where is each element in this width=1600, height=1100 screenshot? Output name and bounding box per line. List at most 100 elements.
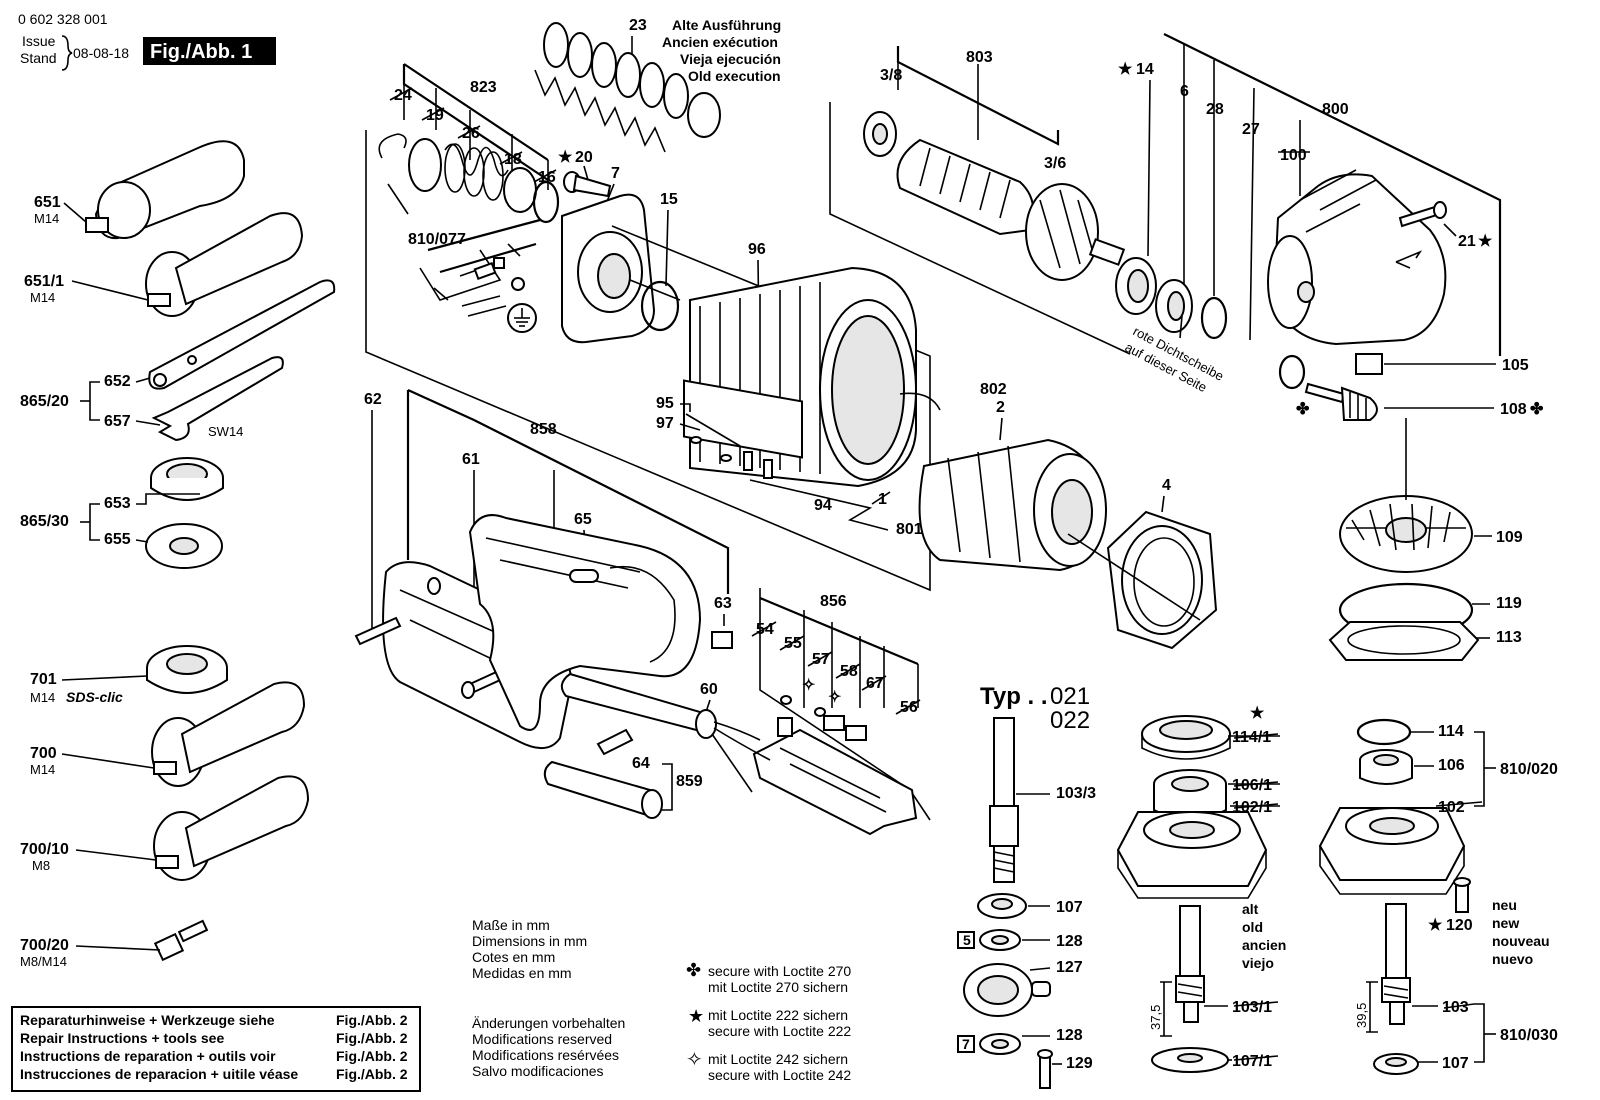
label-856: 856 [820,593,847,610]
label-94: 94 [814,497,832,514]
label-sw14: SW14 [208,424,243,439]
label-57: 57 [812,651,830,668]
spindle-103-1 [1175,905,1205,1023]
dim-note-fr: Cotes en mm [472,949,555,965]
label-127: 127 [1056,959,1083,976]
star-icon: ★ [1478,233,1493,250]
label-859: 859 [676,773,703,790]
screw-120 [1453,877,1471,913]
label-67: 67 [866,675,884,692]
label-65: 65 [574,511,592,528]
circlip-114 [1356,718,1412,746]
label-3-6: 3/6 [1044,155,1066,172]
label-700-10-m8: M8 [32,858,50,873]
repair-row-ref: Fig./Abb. 2 [336,1048,408,1064]
star-icon: ★ [1428,917,1443,934]
handle-700-10 [153,775,310,881]
label-114-1: 114/1 [1232,729,1271,746]
issue-label: Issue [22,33,56,49]
label-23: 23 [629,17,647,34]
label-114: 114 [1438,723,1464,740]
label-700: 700 [30,745,57,762]
washer-128 [979,929,1021,951]
label-657: 657 [104,413,131,430]
loctite-242-de: mit Loctite 242 sichern [708,1051,848,1067]
repair-row-text: Reparaturhinweise + Werkzeuge siehe [20,1012,275,1028]
handle-651 [85,140,245,240]
ring-114-1 [1141,715,1231,760]
label-100: 100 [1280,147,1307,164]
label-129: 129 [1066,1055,1093,1072]
label-700-m14: M14 [30,762,55,777]
four-point-star-icon: ✧ [802,677,815,694]
label-865-20: 865/20 [20,393,69,410]
label-61: 61 [462,451,480,468]
crossed-out-marks [1233,733,1279,1061]
label-15: 15 [660,191,678,208]
flange-102 [1318,807,1466,895]
label-7: 7 [611,165,620,182]
label-55: 55 [784,635,802,652]
mod-note-es: Salvo modificaciones [472,1063,604,1079]
label-823: 823 [470,79,497,96]
bearings-14-6-28 [1115,257,1228,340]
label-120: 120 [1446,917,1473,934]
label-810-020: 810/020 [1500,761,1558,778]
adapter-700-20 [153,919,209,962]
label-1: 1 [878,491,887,508]
label-102-1: 102/1 [1232,799,1272,816]
nut-107-neu [1373,1053,1419,1075]
label-2: 2 [996,399,1005,416]
old-execution-de: Alte Ausführung [672,17,781,33]
insert-63 [711,631,733,649]
label-701-m14: M14 [30,690,55,705]
field-housing-96 [683,266,941,488]
mod-note-de: Änderungen vorbehalten [472,1015,625,1031]
handle-651-1 [145,212,304,317]
bearing-flange-7 [561,193,681,344]
flange-4 [1106,510,1218,650]
label-103-1: 103/1 [1232,999,1272,1016]
label-128: 128 [1056,933,1083,950]
label-109: 109 [1496,529,1523,546]
bearing-105 [1355,353,1383,375]
stator-802 [918,438,1108,572]
label-95: 95 [656,395,674,412]
typ-label: Typ . . [980,683,1048,710]
marker-box [957,931,975,949]
brace [61,35,73,71]
armature-803 [863,111,1126,281]
svg-text:5: 5 [963,932,971,948]
label-20: 20 [575,149,593,166]
label-810-030: 810/030 [1500,1027,1558,1044]
label-700-10: 700/10 [20,841,69,858]
label-58: 58 [840,663,858,680]
cable-sleeve-64 [543,760,663,819]
loctite-222-de: mit Loctite 222 sichern [708,1007,848,1023]
label-103: 103 [1442,999,1469,1016]
typ-value-022: 022 [1050,707,1090,734]
o-ring-15 [640,280,680,332]
quick-nut-701 [146,645,228,694]
crown-gear-109 [1339,495,1473,573]
label-810-077: 810/077 [408,231,466,248]
label-56: 56 [900,699,918,716]
label-800: 800 [1322,101,1349,118]
repair-row-text: Instructions de reparation + outils voir [20,1048,276,1064]
label-652: 652 [104,373,131,390]
repair-row-ref: Fig./Abb. 2 [336,1030,408,1046]
label-107-1: 107/1 [1232,1053,1272,1070]
label-28: 28 [1206,101,1224,118]
washer [1278,354,1306,390]
repair-row-ref: Fig./Abb. 2 [336,1066,408,1082]
repair-row-text: Repair Instructions + tools see [20,1030,224,1046]
label-655: 655 [104,531,131,548]
old-execution-en: Old execution [688,68,781,84]
label-801: 801 [896,521,923,538]
label-701: 701 [30,671,57,688]
clover-icon: ✤ [686,960,701,981]
repair-instructions-box: Reparaturhinweise + Werkzeuge siehe Fig.… [11,1006,421,1092]
washer-128-b [979,1033,1021,1055]
issue-date: 08-08-18 [73,45,129,61]
switch-856 [752,695,918,836]
